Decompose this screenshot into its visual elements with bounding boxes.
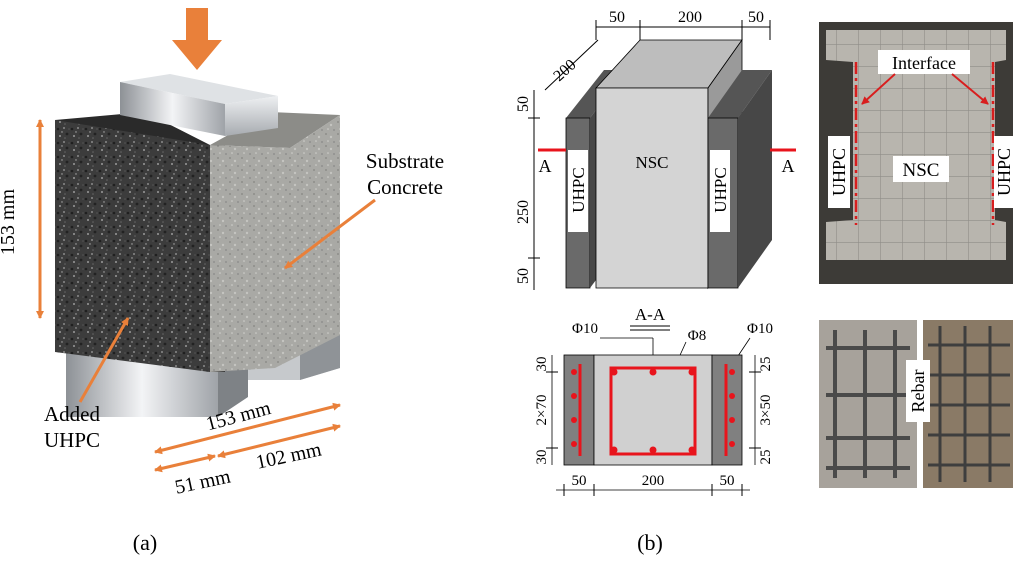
phi10-left-label: Φ10 [572,321,598,337]
substrate-label-line1: Substrate [366,149,444,173]
caption-a: (a) [133,530,157,555]
caption-b: (b) [637,530,663,555]
depth-dim-line [544,39,599,91]
panel-b-isometric: 50 200 50 200 50 250 50 UHPC NSC UHPC [515,9,796,290]
photo-label-rebar: Rebar [908,370,928,413]
rebar-mesh [928,326,1010,482]
part2-dimension-line [217,423,341,459]
part1-dimension-line [154,453,216,473]
rebar-cage [826,330,910,478]
section-dim-left-bot: 30 [534,450,550,465]
substrate-label-line2: Concrete [367,175,443,199]
photo-rebar: Rebar [819,320,1013,488]
phi10-right-label: Φ10 [747,321,773,337]
substrate-concrete-block [210,112,340,372]
down-arrow-icon [172,8,222,70]
iso-dim-v-bot: 50 [515,268,532,284]
photo-specimen: Interface UHPC NSC UHPC [819,22,1013,284]
iso-nsc-block [595,87,709,289]
top-loading-plate [120,74,278,136]
panel-b-section: A-A Φ10 Φ8 Φ10 30 2×70 30 [534,305,774,496]
added-uhpc-pointer [78,317,130,403]
phi8-label: Φ8 [688,328,706,344]
section-dim-right-bot: 25 [758,450,774,465]
panel-a: 153 mm 153 mm 51 mm 102 mm Substrate Con… [0,8,444,499]
substrate-pointer [284,198,376,270]
iso-dim-top-mid: 200 [678,9,702,26]
iso-dim-v-top: 50 [515,96,532,112]
section-dim-left-top: 30 [534,357,550,372]
section-mark-left: A [539,156,552,176]
iso-dim-top-right: 50 [748,9,764,26]
section-dim-bottom-mid: 200 [642,473,665,489]
added-uhpc-block [55,112,225,372]
section-title: A-A [635,305,666,324]
photo-label-uhpc-right: UHPC [994,148,1013,196]
section-dim-right-mid: 3×50 [758,395,774,426]
added-uhpc-label-line1: Added [44,402,100,426]
photo-label-uhpc-left: UHPC [829,148,849,196]
section-mark-right: A [782,156,795,176]
photo-label-interface: Interface [892,53,956,73]
height-dimension-label: 153 mm [0,189,19,256]
photo-label-nsc: NSC [903,160,940,181]
iso-dim-v-mid: 250 [515,200,532,224]
section-dim-bottom-right: 50 [720,473,735,489]
section-dim-bottom-left: 50 [572,473,587,489]
iso-label-uhpc-left: UHPC [569,167,588,212]
iso-dim-top-left: 50 [609,9,625,26]
section-main-bars [610,368,696,454]
iso-label-uhpc-right: UHPC [711,167,730,212]
section-dim-right-top: 25 [758,357,774,372]
section-stirrup [609,366,697,456]
part1-dimension-label: 51 mm [173,465,233,498]
added-uhpc-label-line2: UHPC [44,428,100,452]
iso-label-nsc: NSC [635,153,668,172]
section-dim-left-mid: 2×70 [534,395,550,426]
